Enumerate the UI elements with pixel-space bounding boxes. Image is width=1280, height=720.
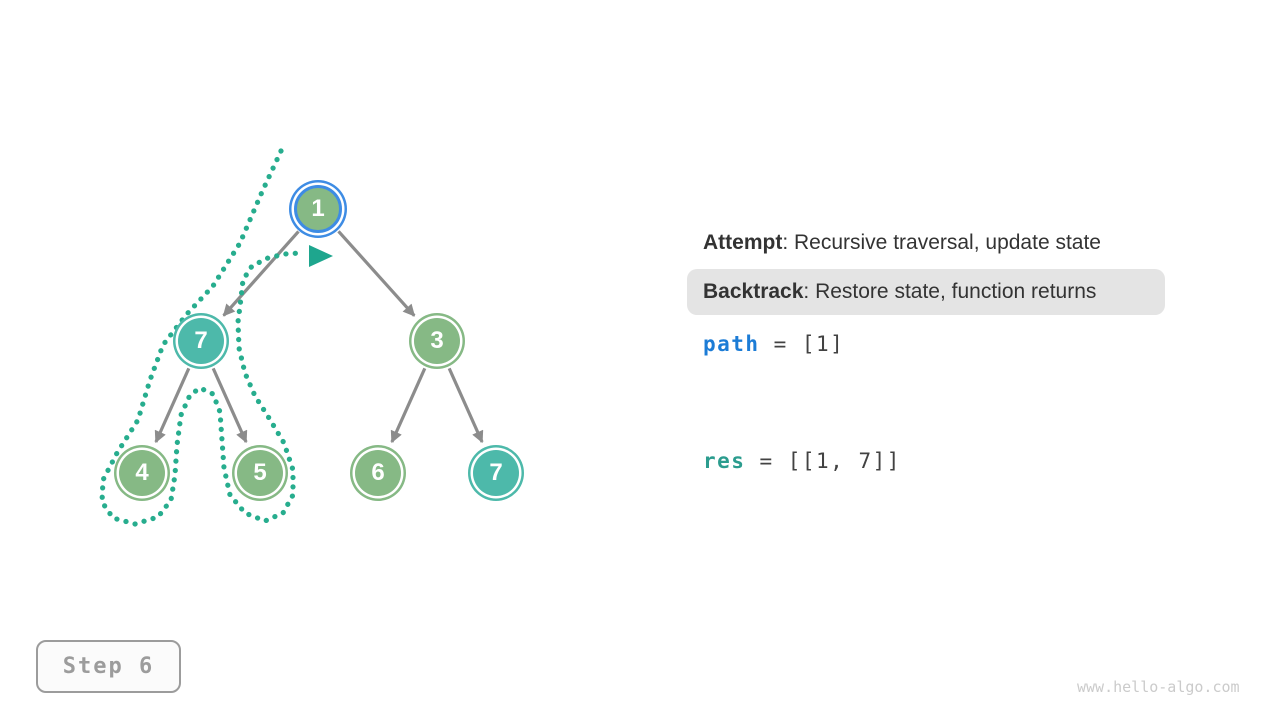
backtrack-highlight-box: Backtrack: Restore state, function retur… bbox=[687, 269, 1165, 315]
backtrack-legend-line: Backtrack: Restore state, function retur… bbox=[703, 280, 1096, 304]
edge-1-to-3 bbox=[337, 230, 416, 317]
tree-node-value: 7 bbox=[489, 459, 503, 486]
watermark-text: www.hello-algo.com bbox=[1077, 678, 1240, 696]
tree-node-4: 4 bbox=[119, 450, 165, 496]
tree-node-7-right: 7 bbox=[473, 450, 519, 496]
edge-7-to-5 bbox=[211, 367, 248, 444]
attempt-label: Attempt bbox=[703, 231, 783, 254]
traversal-trace-arrowhead-icon bbox=[309, 245, 333, 267]
edge-3-to-7 bbox=[447, 367, 484, 444]
attempt-legend-line: Attempt: Recursive traversal, update sta… bbox=[703, 231, 1101, 255]
tree-node-value: 3 bbox=[430, 327, 444, 354]
res-variable-value: = [[1, 7]] bbox=[759, 449, 901, 473]
path-variable-name: path bbox=[703, 332, 760, 356]
res-variable-name: res bbox=[703, 449, 746, 473]
attempt-text: : Recursive traversal, update state bbox=[782, 231, 1101, 254]
backtrack-label: Backtrack bbox=[703, 280, 804, 303]
res-variable-line: res = [[1, 7]] bbox=[703, 449, 901, 473]
tree-node-1-current: 1 bbox=[294, 185, 342, 233]
edge-1-to-7 bbox=[222, 230, 300, 317]
step-indicator: Step 6 bbox=[36, 640, 181, 693]
tree-node-5: 5 bbox=[237, 450, 283, 496]
step-indicator-label: Step 6 bbox=[62, 654, 155, 679]
tree-node-value: 7 bbox=[194, 327, 208, 354]
path-variable-value: = [1] bbox=[773, 332, 845, 356]
tree-node-value: 1 bbox=[311, 195, 325, 222]
path-variable-line: path = [1] bbox=[703, 332, 844, 356]
tree-node-3: 3 bbox=[414, 318, 460, 364]
edge-7-to-4 bbox=[154, 367, 191, 444]
traversal-trace-dotted-path bbox=[99, 148, 303, 527]
edge-3-to-6 bbox=[390, 367, 427, 444]
tree-node-7-left: 7 bbox=[178, 318, 224, 364]
tree-node-value: 4 bbox=[135, 459, 149, 486]
backtrack-text: : Restore state, function returns bbox=[803, 280, 1097, 303]
tree-edges bbox=[154, 230, 484, 444]
tree-node-value: 6 bbox=[371, 459, 385, 486]
tree-node-value: 5 bbox=[253, 459, 267, 486]
tree-node-6: 6 bbox=[355, 450, 401, 496]
